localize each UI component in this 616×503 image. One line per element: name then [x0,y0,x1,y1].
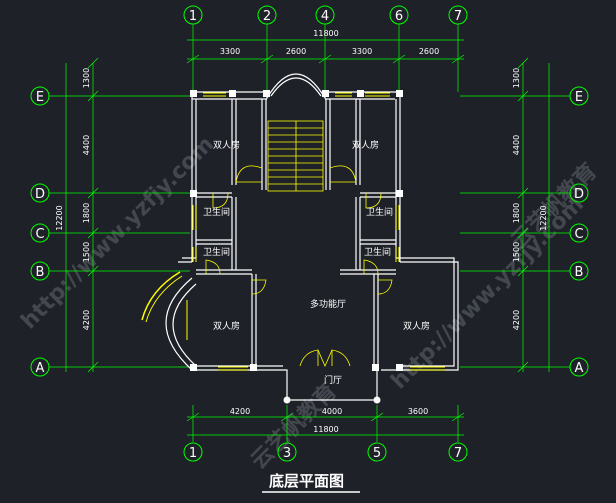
room-label: 双人房 [213,320,240,332]
axis-label: D [35,187,45,202]
dimension-label: 4400 [512,135,521,155]
right-dimension-lines [517,57,550,373]
drawing-title: 底层平面图 [269,472,344,490]
room-label: 多功能厅 [310,298,346,310]
dimension-label: 1800 [82,203,91,223]
axis-label: 7 [454,9,462,24]
axis-label: A [575,361,584,376]
doors [205,165,393,367]
axis-bubble: D [30,183,50,203]
staircase [267,120,324,192]
room-label: 门厅 [324,374,342,386]
axis-label: E [36,90,44,105]
room-label: 卫生间 [364,246,391,258]
axis-label: 4 [321,9,329,24]
axis-label: B [36,265,45,280]
axis-bubble: 3 [277,442,297,462]
axis-label: 5 [373,446,381,461]
axis-bubble: D [569,183,589,203]
axis-bubble: 2 [257,5,277,25]
axis-label: C [574,227,583,242]
axis-label: A [36,361,45,376]
grid-lines [49,24,570,442]
dimension-label: 3600 [408,407,428,416]
axis-bubble: 7 [448,5,468,25]
room-label: 卫生间 [203,206,230,218]
axis-bubble: E [30,86,50,106]
axis-bubble: 1 [183,442,203,462]
axis-label: 3 [283,446,291,461]
axis-bubble: 1 [183,5,203,25]
dimension-label: 1300 [82,68,91,88]
axis-bubble: A [569,357,589,377]
dimension-label: 1500 [512,242,521,262]
room-label: 双人房 [213,139,240,151]
bottom-dimension-lines [186,412,465,436]
dimension-label: 12200 [55,205,64,230]
dimension-label: 11800 [313,29,338,38]
dimension-label: 4200 [82,310,91,330]
axis-bubble: C [30,223,50,243]
dimension-label: 4400 [82,135,91,155]
dimension-label: 2600 [419,47,439,56]
axis-label: 1 [189,9,197,24]
room-label: 卫生间 [203,246,230,258]
dimension-label: 1300 [512,68,521,88]
axis-label: D [574,187,584,202]
axis-label: 1 [189,446,197,461]
dimension-label: 12200 [539,205,548,230]
dimension-label: 1500 [82,242,91,262]
windows [141,92,445,371]
axis-bubble: C [569,223,589,243]
left-dimension-lines [65,57,99,373]
room-label: 卫生间 [366,206,393,218]
axis-bubble: B [30,261,50,281]
watermark-text: http://www.yzfjy.com [387,192,589,394]
dimension-label: 4200 [230,407,250,416]
room-label: 双人房 [352,139,379,151]
axis-bubble: E [569,86,589,106]
dimension-label: 2600 [286,47,306,56]
top-dimension-lines [186,39,465,64]
dimension-label: 4000 [322,407,342,416]
axis-label: E [575,90,583,105]
axis-bubble: 7 [448,442,468,462]
room-labels: 双人房 双人房 卫生间 卫生间 卫生间 卫生间 多功能厅 双人房 双人房 门厅 [203,139,430,386]
axis-label: 2 [263,9,271,24]
dimension-labels: 11800 3300 2600 3300 2600 11800 4200 4000 3600 12… [55,29,548,434]
dimension-label: 3300 [352,47,372,56]
axis-label: 6 [395,9,403,24]
axis-bubble: 6 [389,5,409,25]
walls [165,73,459,401]
dimension-label: 11800 [313,425,338,434]
dimension-label: 4200 [512,310,521,330]
dimension-label: 1800 [512,203,521,223]
axis-bubble: 5 [367,442,387,462]
columns [190,90,403,404]
axis-label: 7 [454,446,462,461]
axis-bubble: A [30,357,50,377]
axis-label: B [575,265,584,280]
room-label: 双人房 [403,320,430,332]
dimension-label: 3300 [220,47,240,56]
axis-label: C [35,227,44,242]
axis-bubble: 4 [315,5,335,25]
axis-bubble: B [569,261,589,281]
